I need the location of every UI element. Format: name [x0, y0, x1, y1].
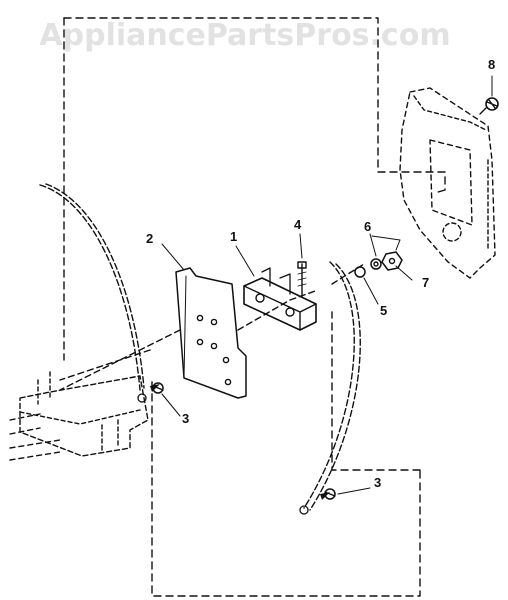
- leader-1: [235, 245, 255, 277]
- leader-2: [161, 243, 185, 271]
- leader-3a: [161, 393, 181, 417]
- cabinet-lower-panel: [151, 311, 421, 597]
- callout-5: 5: [380, 303, 388, 318]
- cabinet-outline: [63, 17, 446, 193]
- watermark-logo: AppliancePartsPros.com: [39, 18, 451, 53]
- right-wire: [303, 261, 355, 509]
- callout-3-right: 3: [374, 475, 382, 490]
- upper-bracket-inner: [429, 139, 473, 226]
- upper-bracket-hole: [442, 222, 462, 242]
- leader-7: [395, 265, 413, 281]
- lower-left-bracket: [19, 375, 149, 457]
- mounting-plate: [175, 267, 247, 399]
- terminal-block: [243, 277, 317, 331]
- screw-4: [297, 261, 307, 297]
- callout-6: 6: [364, 219, 372, 234]
- callout-2: 2: [146, 231, 154, 246]
- screw-8-head: [485, 97, 499, 111]
- upper-bracket: [399, 87, 496, 279]
- leader-6: [369, 233, 377, 257]
- nut-7: [381, 251, 403, 271]
- callout-7: 7: [422, 275, 430, 290]
- washer-5: [354, 266, 366, 278]
- callout-1: 1: [230, 229, 238, 244]
- leader-3b: [337, 487, 371, 495]
- upper-bracket-tab: [413, 95, 487, 131]
- leader-5: [363, 277, 379, 305]
- callout-4: 4: [294, 217, 302, 232]
- callout-8: 8: [488, 57, 496, 72]
- left-wire: [39, 184, 141, 391]
- lock-washer-6: [370, 258, 382, 270]
- callout-3-left: 3: [182, 411, 190, 426]
- leader-4: [299, 233, 303, 259]
